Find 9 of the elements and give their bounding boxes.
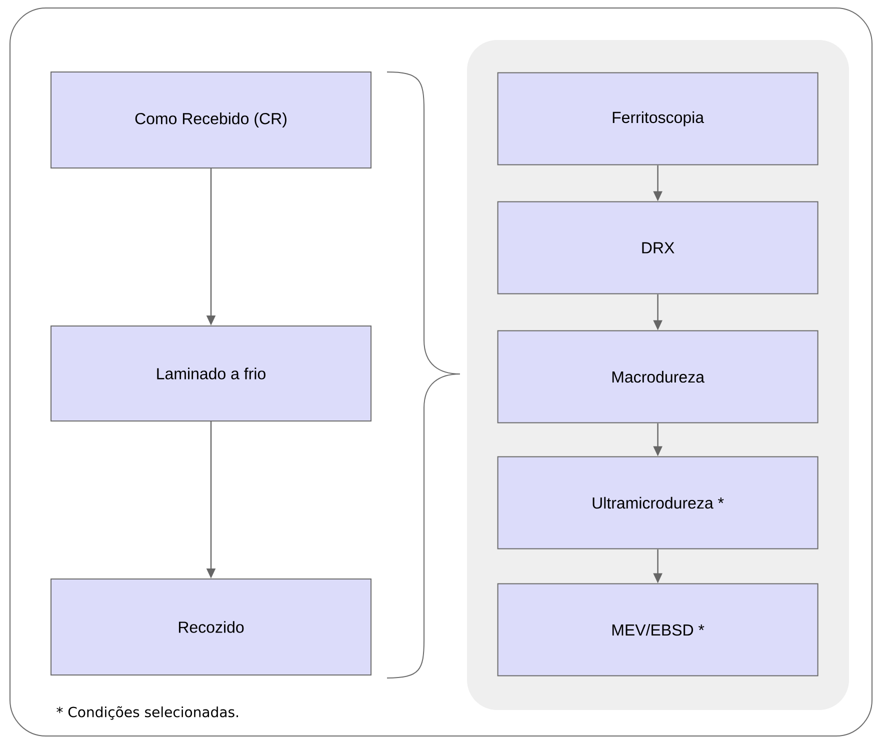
- process-box: MEV/EBSD *: [497, 583, 818, 676]
- process-box: DRX: [497, 201, 818, 294]
- process-box: Ultramicrodureza *: [497, 456, 818, 550]
- process-box: Como Recebido (CR): [50, 72, 372, 168]
- process-box: Recozido: [50, 578, 372, 676]
- process-box: Ferritoscopia: [497, 72, 818, 166]
- footnote: * Condições selecionadas.: [56, 706, 238, 720]
- process-box: Macrodureza: [497, 330, 818, 424]
- process-box: Laminado a frio: [50, 326, 372, 422]
